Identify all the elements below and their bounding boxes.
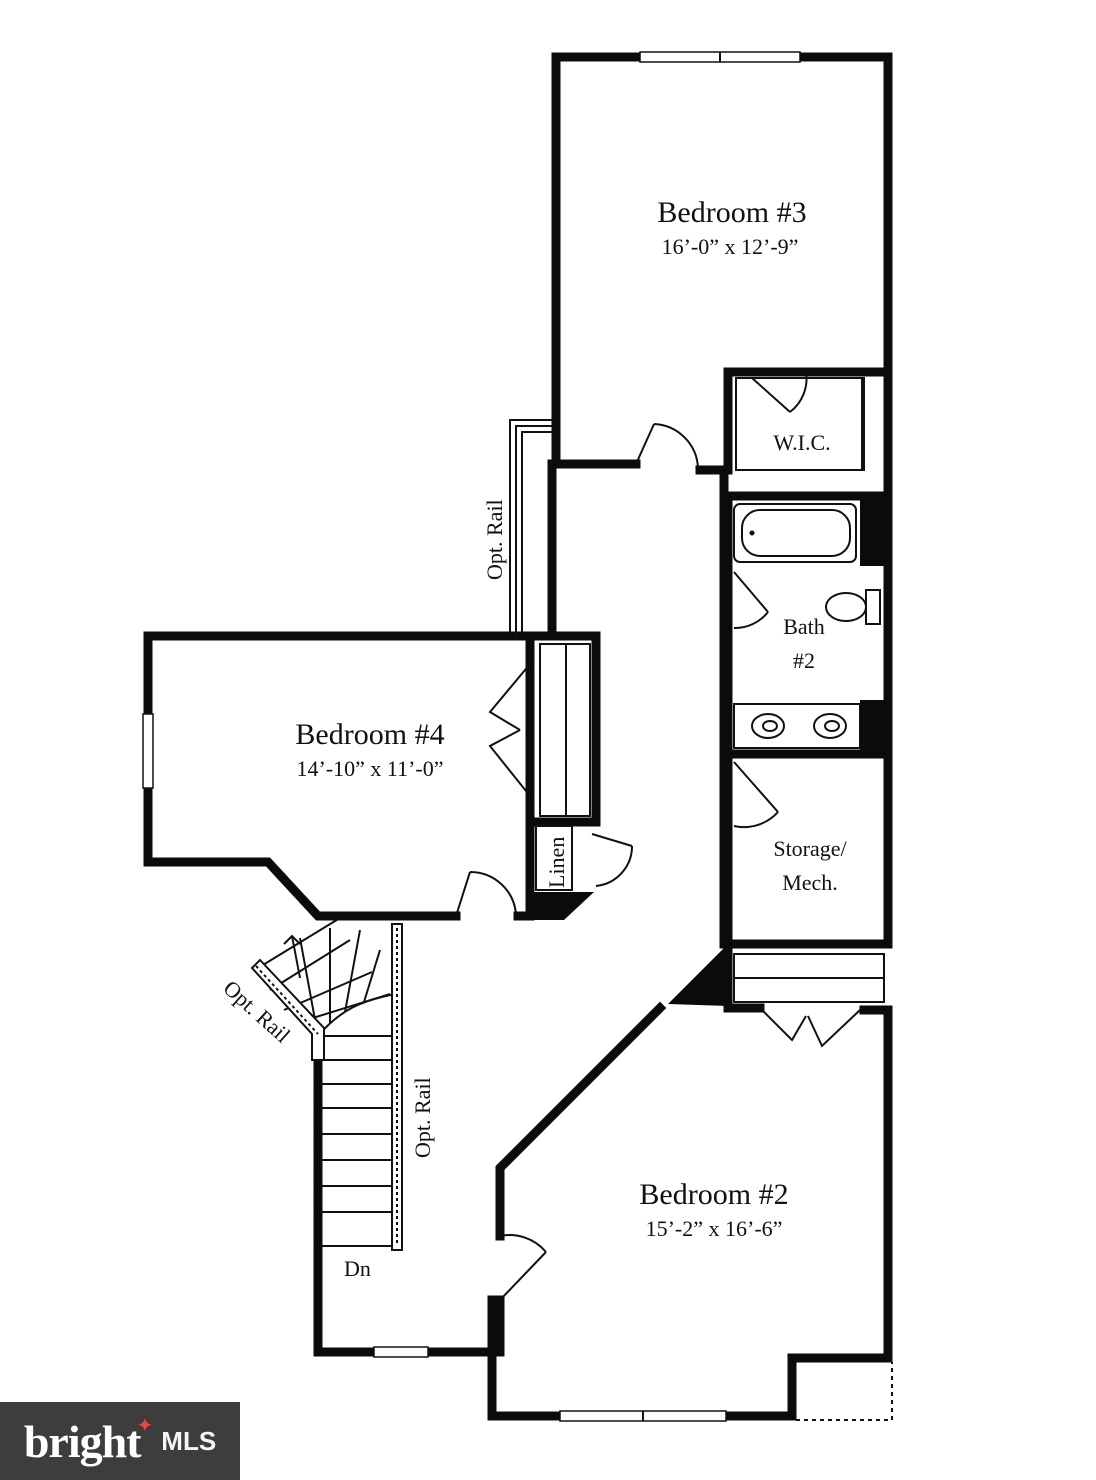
bedroom4-title: Bedroom #4 — [295, 718, 444, 751]
bedroom2-size: 15’-2” x 16’-6” — [646, 1216, 783, 1241]
bright-mls-logo: bright ✦ MLS — [0, 1402, 240, 1480]
bedroom2-closet-doors — [761, 1009, 861, 1048]
bedroom2-walls — [495, 1001, 667, 1241]
logo-brand: bright — [23, 1415, 142, 1467]
bedroom3-title: Bedroom #3 — [657, 196, 806, 229]
toilet — [865, 589, 881, 625]
storage-label-line1: Storage/ — [773, 836, 847, 861]
wic-closet — [735, 377, 865, 471]
storage-door — [733, 761, 779, 829]
opt-rail-upper-label: Opt. Rail — [482, 499, 507, 580]
wic-door — [751, 371, 808, 413]
bedroom3-walls — [551, 52, 893, 475]
hall-window — [373, 1346, 429, 1358]
logo-star-icon: ✦ — [136, 1414, 154, 1437]
bedroom4-door — [455, 870, 517, 917]
hall-corner-block — [668, 944, 728, 1006]
bedroom4-closet-doors — [488, 663, 531, 797]
linen-door — [591, 833, 634, 887]
wic-label: W.I.C. — [773, 430, 830, 455]
bath-label-line1: Bath — [783, 614, 825, 639]
linen-label: Linen — [544, 837, 569, 888]
staircase — [257, 917, 397, 1247]
bedroom3-size: 16’-0” x 12’-9” — [662, 234, 799, 259]
bath-label-line2: #2 — [793, 648, 815, 673]
bath-door — [733, 571, 769, 630]
stairs-down-label: Dn — [344, 1256, 371, 1281]
logo-suffix: MLS — [161, 1425, 217, 1456]
bedroom2-title: Bedroom #2 — [639, 1178, 788, 1211]
linen-closet — [535, 825, 573, 891]
opt-rail-lower-label: Opt. Rail — [410, 1077, 435, 1158]
opt-rail-upper — [509, 419, 552, 636]
bedroom4-size: 14’-10” x 11’-0” — [296, 756, 443, 781]
storage-label-line2: Mech. — [782, 870, 838, 895]
bedroom2-door — [499, 1234, 547, 1301]
bedroom3-door — [635, 423, 699, 469]
bedroom4-window — [142, 713, 154, 789]
